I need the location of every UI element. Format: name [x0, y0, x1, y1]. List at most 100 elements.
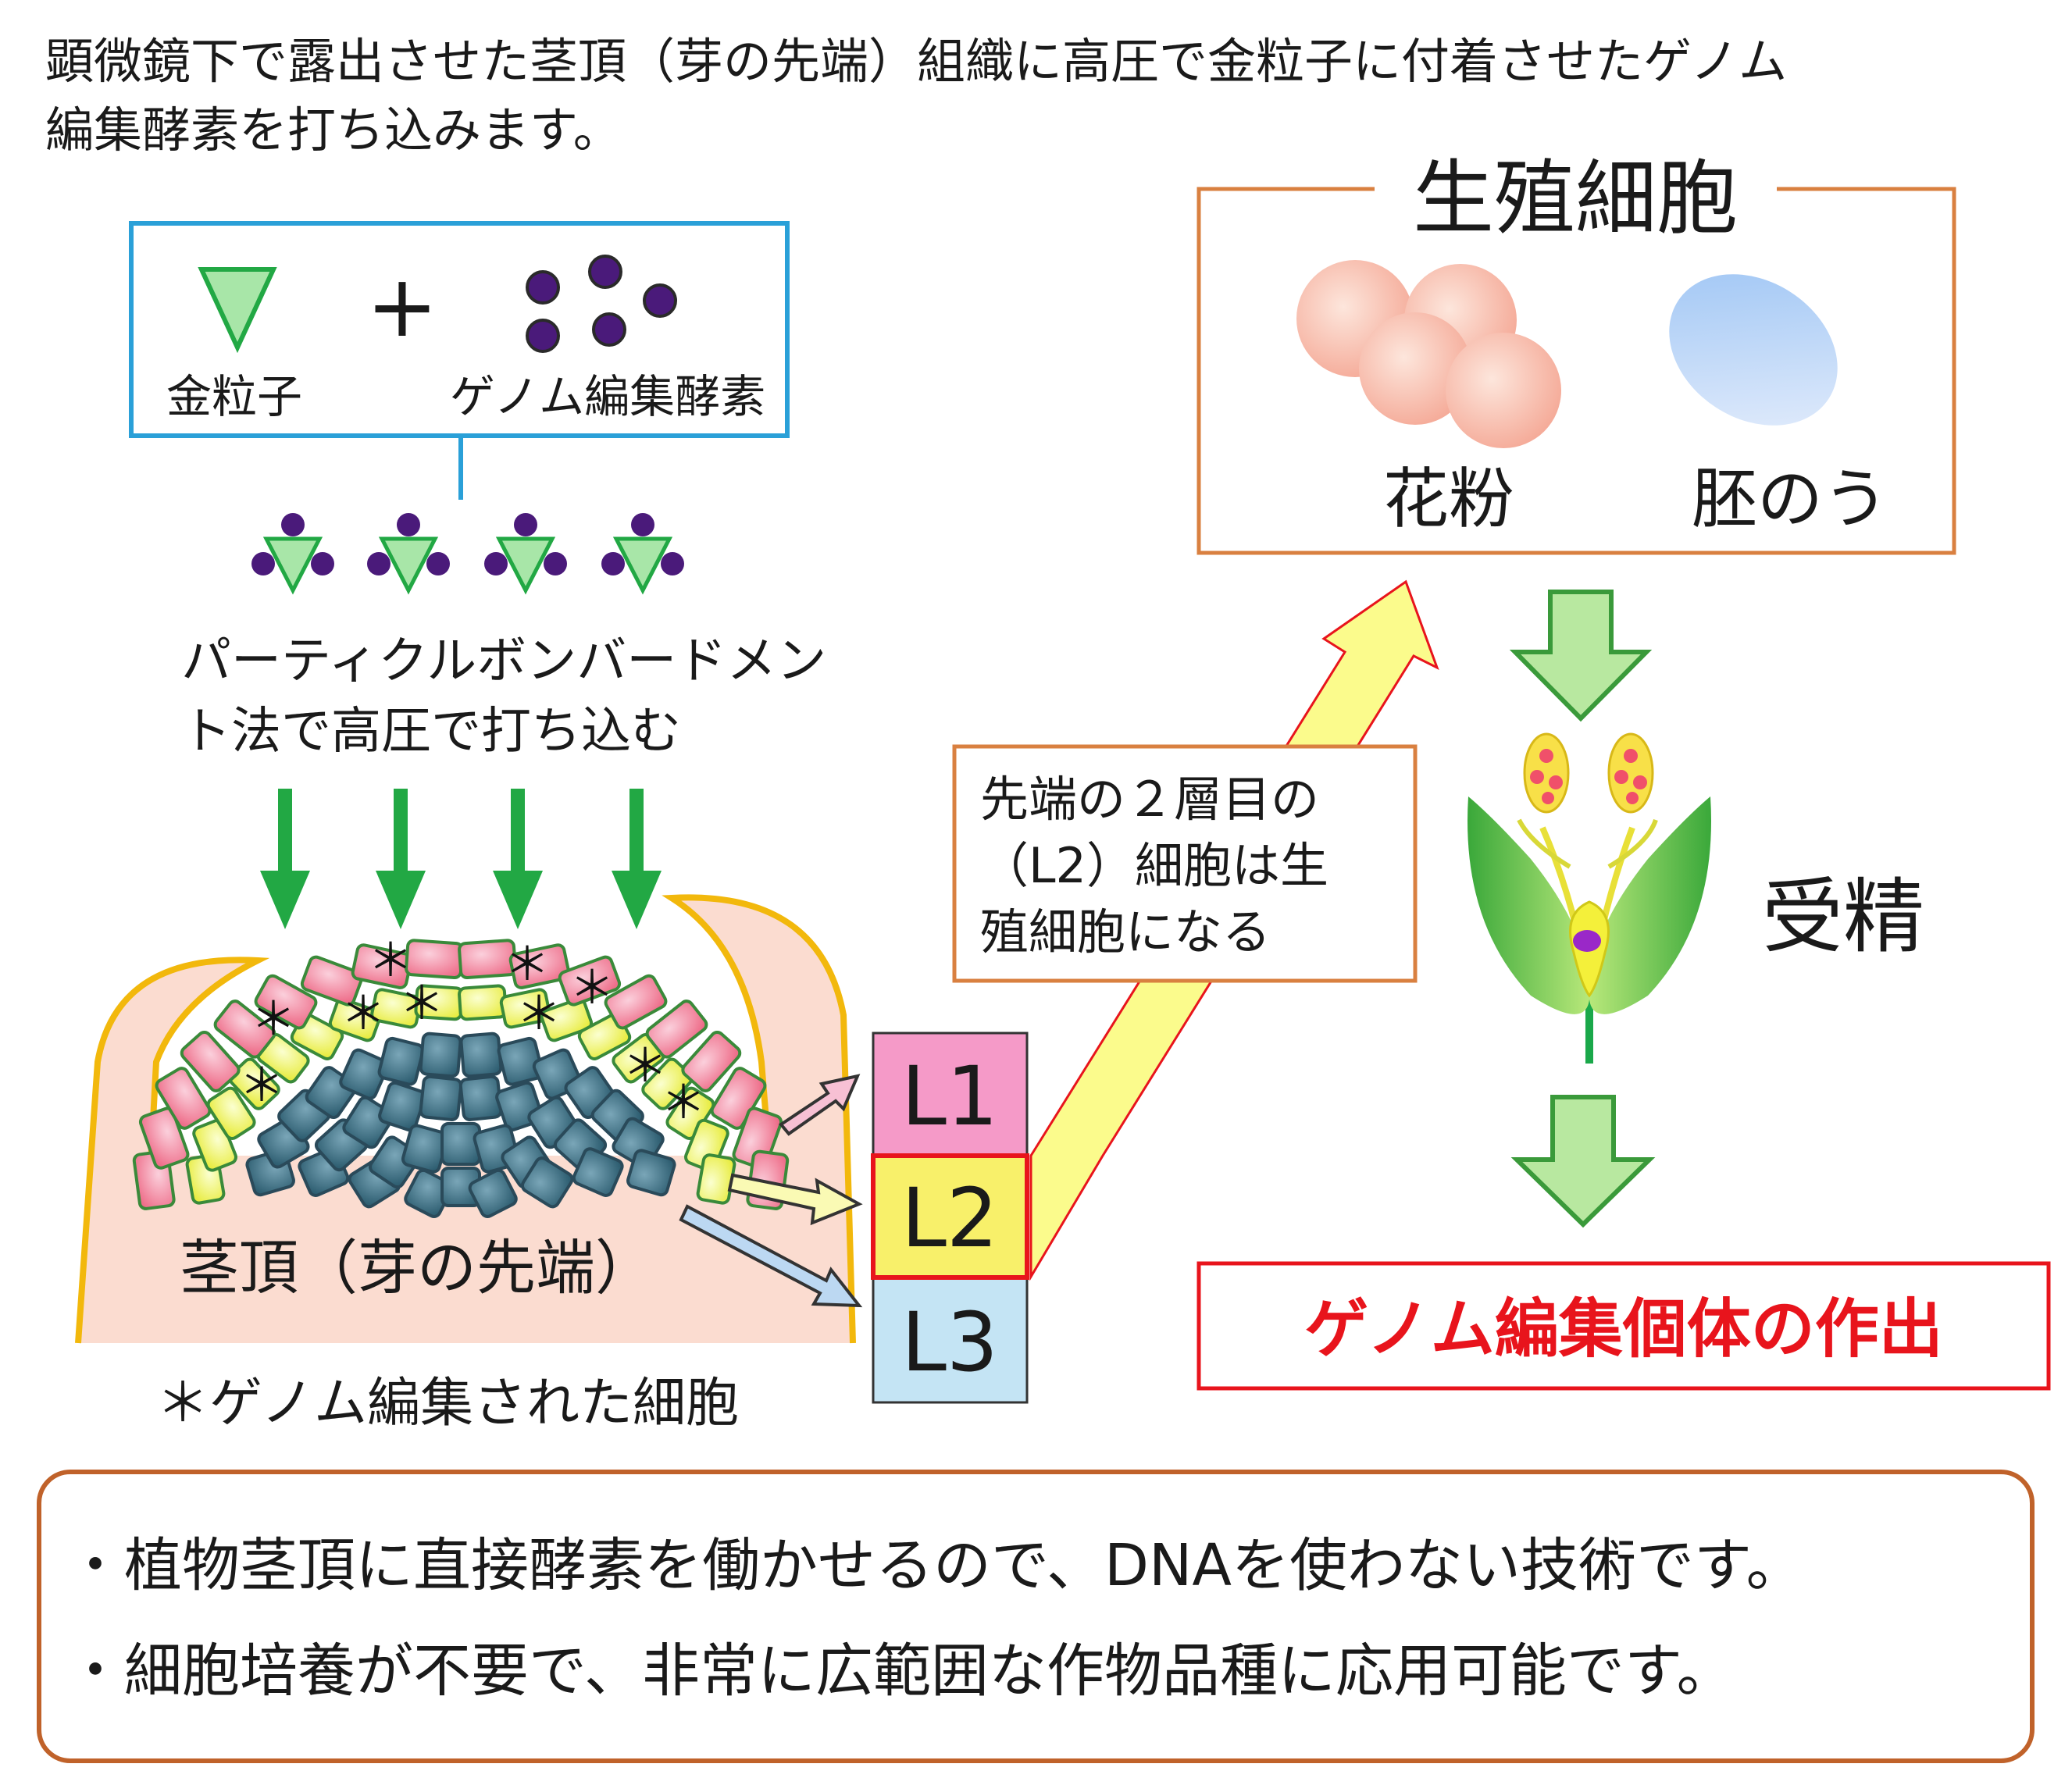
- shoot-apex-illustration: ＊＊＊＊＊＊＊＊＊＊: [75, 894, 856, 1344]
- embryo-sac: [1669, 274, 1838, 426]
- layer-pointer-arrows: [679, 1074, 863, 1308]
- pollen-grains: [1296, 260, 1561, 448]
- summary-line-2: ・細胞培養が不要で、非常に広範囲な作物品種に応用可能です。: [66, 1637, 1735, 1705]
- method-line-2: ト法で高圧で打ち込む: [181, 703, 681, 761]
- left-leaf: [1468, 796, 1590, 1014]
- anther: [1607, 732, 1654, 814]
- down-arrow-icon: [612, 789, 662, 929]
- l3-cell: [520, 1156, 574, 1209]
- l3-cell: [572, 1147, 624, 1197]
- gold-particle-label: 金粒子: [166, 370, 302, 423]
- l1-cell: [300, 955, 364, 1007]
- summary-line-1: ・植物茎頂に直接酵素を働かせるので、DNAを使わない技術です。: [66, 1532, 1804, 1599]
- l2-cell: [458, 984, 508, 1021]
- l3-cell: [377, 1036, 425, 1086]
- enzyme-dots: [526, 255, 677, 353]
- flower-illustration: [1468, 732, 1711, 1064]
- embryo-sac-label: 胚のう: [1692, 461, 1888, 537]
- fertilization-label: 受精: [1762, 869, 1924, 964]
- l2-pointer-arrow: [727, 1173, 863, 1226]
- pollen-grain: [1359, 312, 1471, 425]
- apex-outline-right: [662, 894, 856, 1344]
- l2-note-line-2: （L2）細胞は生: [980, 837, 1328, 894]
- method-line-1: パーティクルボンバードメン: [181, 632, 826, 690]
- l1-cell: [254, 974, 318, 1030]
- l1-cell: [681, 1030, 742, 1092]
- l2-cell: [499, 988, 551, 1029]
- l3-cell: [468, 1168, 518, 1218]
- hollow-arrow-1: [1509, 590, 1653, 722]
- l1-pointer-arrow: [779, 1074, 861, 1136]
- germ-cells-title: 生殖細胞: [1413, 151, 1738, 246]
- enzyme-dot: [643, 283, 677, 318]
- l2-cell: [206, 1086, 256, 1140]
- plus-sign: +: [366, 256, 438, 356]
- layer-l3-label: L3: [901, 1295, 998, 1390]
- enzyme-dot: [526, 319, 560, 353]
- down-arrow-icon: [260, 789, 310, 929]
- edited-cell-star: ＊: [239, 1059, 284, 1112]
- anther: [1523, 732, 1570, 814]
- gold-particle-icon: [198, 267, 277, 354]
- layer-l2-box: [871, 1153, 1029, 1280]
- intro-line-1: 顕微鏡下で露出させた茎頂（芽の先端）組織に高圧で金粒子に付着させたゲノム: [45, 33, 1787, 90]
- germ-cells-box: [1196, 187, 1956, 555]
- edited-cell-star: ＊: [341, 987, 386, 1040]
- down-arrow-icon: [1509, 590, 1653, 722]
- l3-cell: [459, 1032, 503, 1078]
- coated-particle-icon: [251, 513, 334, 595]
- result-box: [1196, 1261, 2051, 1391]
- down-arrow-icon: [493, 789, 543, 929]
- down-arrow-icon: [376, 789, 426, 929]
- edited-cell-star: ＊: [661, 1076, 706, 1129]
- intro-line-2: 編集酵素を打ち込みます。: [45, 102, 622, 159]
- l3-cells: [245, 1032, 676, 1218]
- enzyme-dot: [588, 255, 622, 289]
- l3-pointer-arrow: [679, 1204, 863, 1308]
- l3-cell: [419, 1074, 463, 1121]
- l3-cell: [626, 1149, 676, 1197]
- enzyme-dot: [592, 312, 626, 347]
- edited-cell-markers: ＊＊＊＊＊＊＊＊＊＊: [239, 934, 706, 1129]
- l1-cell: [508, 943, 571, 989]
- l2-cell: [328, 997, 382, 1042]
- l2-cell: [696, 1153, 736, 1205]
- l1-cell: [604, 974, 668, 1030]
- l1-cell: [558, 955, 622, 1007]
- edited-cell-star: ＊: [569, 961, 615, 1014]
- l3-cell: [497, 1036, 544, 1086]
- edited-cell-star: ＊: [399, 977, 444, 1030]
- summary-box: [37, 1470, 2035, 1763]
- l3-cell: [419, 1032, 462, 1078]
- pollen-label: 花粉: [1383, 461, 1514, 537]
- edited-cell-star: ＊: [505, 938, 550, 991]
- edited-cell-star: ＊: [251, 992, 296, 1046]
- layer-l2-label: L2: [901, 1170, 998, 1266]
- l1-cell: [180, 1030, 241, 1092]
- apex-outline-left: [75, 957, 270, 1344]
- edited-cells-note: ＊ゲノム編集された細胞: [156, 1373, 739, 1434]
- edited-cell-star: ＊: [516, 987, 562, 1040]
- l1-cell: [155, 1067, 212, 1130]
- coated-particle-icon: [601, 513, 684, 595]
- l2-note-line-3: 殖細胞になる: [980, 903, 1271, 960]
- ovule: [1573, 930, 1601, 952]
- pollen-grain: [1446, 333, 1561, 448]
- l1-cell: [213, 999, 276, 1059]
- down-arrow-icon: [1510, 1095, 1656, 1228]
- l3-cell: [440, 1122, 481, 1166]
- l3-cell: [339, 1048, 390, 1100]
- l1-cell: [405, 939, 464, 980]
- edited-cell-star: ＊: [622, 1039, 668, 1092]
- coated-particle-icon: [484, 513, 567, 595]
- coated-particle-icon: [367, 513, 450, 595]
- enzyme-dot: [526, 270, 560, 305]
- edited-cell-star: ＊: [368, 934, 413, 987]
- layer-l1-label: L1: [901, 1049, 998, 1144]
- coated-particles: [251, 513, 684, 595]
- l1-cell: [645, 999, 708, 1059]
- right-leaf: [1589, 796, 1711, 1014]
- l1-cell: [138, 1106, 190, 1170]
- hollow-arrow-2: [1510, 1095, 1656, 1228]
